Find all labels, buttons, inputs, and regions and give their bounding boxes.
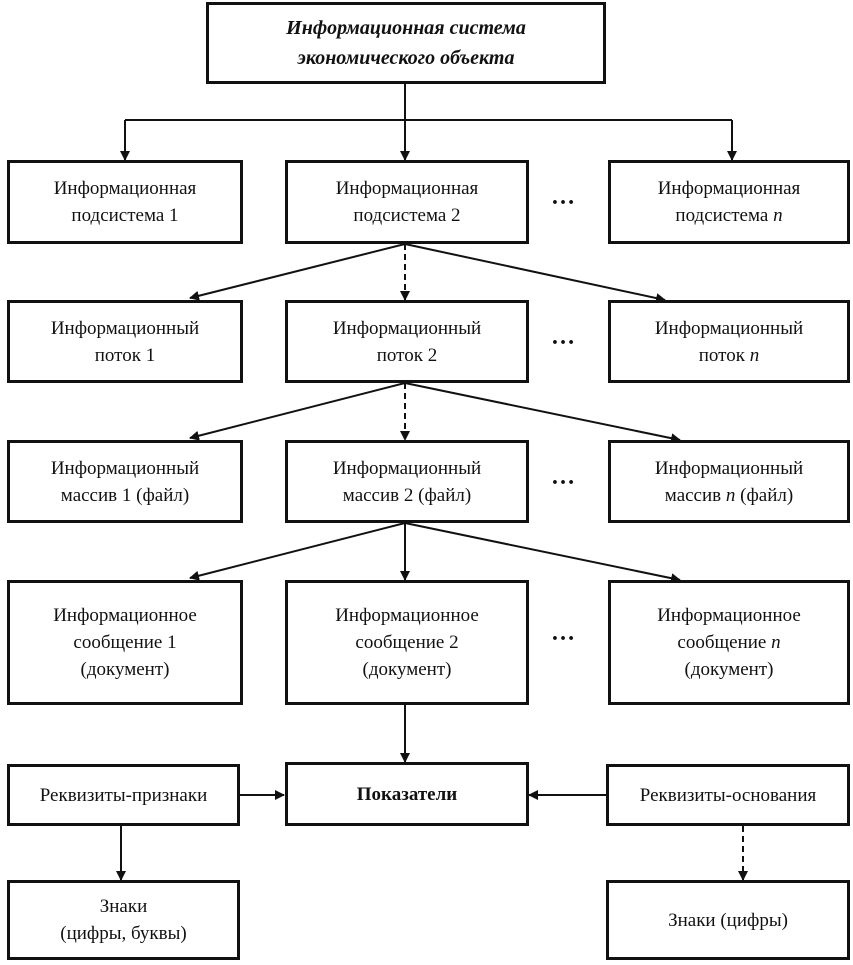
subsystem-n-index: n bbox=[773, 205, 783, 226]
array-2-box: Информационный массив 2 (файл) bbox=[285, 440, 529, 523]
array-n-box: Информационный массив n (файл) bbox=[608, 440, 850, 523]
root-system-box: Информационная система экономического об… bbox=[206, 2, 606, 84]
array-1-line2: массив 1 (файл) bbox=[60, 484, 190, 506]
arrow-array-to-message-1 bbox=[189, 522, 406, 581]
flow-n-box: Информационный поток n bbox=[608, 300, 850, 383]
message-1-line2: сообщение 1 bbox=[73, 632, 177, 653]
ellipsis-subsystems: … bbox=[551, 184, 576, 210]
flow-1-line2: поток 1 bbox=[94, 344, 156, 366]
message-n-box: Информационное сообщение n (документ) bbox=[608, 580, 850, 705]
root-system-line2: экономического объекта bbox=[297, 47, 515, 69]
flow-1-box: Информационный поток 1 bbox=[7, 300, 243, 383]
array-2-line2: массив 2 (файл) bbox=[342, 484, 472, 506]
arrow-subsystem-to-flow-n bbox=[404, 243, 666, 303]
subsystem-2-box: Информационная подсистема 2 bbox=[285, 160, 529, 244]
attributes-bases-box: Реквизиты-основания bbox=[606, 764, 850, 826]
flow-n-index: n bbox=[749, 344, 760, 366]
subsystem-2-line1: Информационная bbox=[335, 178, 479, 199]
signs-digits-label: Знаки (цифры) bbox=[668, 909, 788, 931]
message-2-line3: (документ) bbox=[362, 659, 452, 680]
subsystem-n-line1: Информационная bbox=[657, 178, 801, 199]
subsystem-n-line2: подсистема bbox=[675, 205, 769, 226]
subsystem-n-box: Информационная подсистема n bbox=[608, 160, 850, 244]
attributes-signs-box: Реквизиты-признаки bbox=[7, 764, 240, 826]
array-n-line2-wrap: массив n (файл) bbox=[665, 482, 793, 509]
message-n-index: n bbox=[771, 632, 781, 653]
message-1-line1: Информационное bbox=[53, 605, 197, 626]
message-n-line3: (документ) bbox=[684, 659, 774, 680]
arrow-array-to-message-n bbox=[404, 522, 681, 584]
subsystem-1-box: Информационная подсистема 1 bbox=[7, 160, 243, 244]
signs-digits-box: Знаки (цифры) bbox=[606, 880, 850, 960]
message-2-line1: Информационное bbox=[335, 605, 479, 626]
array-n-line2-post: (файл) bbox=[740, 484, 794, 506]
array-n-index: n bbox=[725, 484, 736, 506]
ellipsis-arrays: … bbox=[551, 464, 576, 490]
message-n-line1: Информационное bbox=[657, 605, 801, 626]
ellipsis-flows: … bbox=[551, 324, 576, 350]
arrow-subsystem-to-flow-1 bbox=[189, 243, 406, 301]
array-1-box: Информационный массив 1 (файл) bbox=[7, 440, 243, 523]
message-n-line2: сообщение bbox=[677, 632, 767, 653]
arrow-flow-to-array-n bbox=[404, 382, 681, 444]
arrow-flow-to-array-1 bbox=[189, 382, 406, 441]
attributes-signs-label: Реквизиты-признаки bbox=[39, 784, 208, 806]
subsystem-1-line2: подсистема 1 bbox=[71, 205, 179, 226]
ellipsis-messages: … bbox=[551, 620, 576, 646]
signs-letters-line2: (цифры, буквы) bbox=[60, 923, 187, 944]
subsystem-2-line2: подсистема 2 bbox=[353, 205, 461, 226]
indicators-box: Показатели bbox=[285, 762, 529, 826]
flow-1-line1: Информационный bbox=[50, 317, 200, 339]
flow-n-line2-wrap: поток n bbox=[699, 342, 759, 369]
subsystem-1-line1: Информационная bbox=[53, 178, 197, 199]
array-n-line2-pre: массив bbox=[664, 484, 722, 506]
array-2-line1: Информационный bbox=[332, 457, 482, 479]
signs-letters-box: Знаки (цифры, буквы) bbox=[7, 880, 240, 960]
root-system-line1: Информационная система bbox=[286, 17, 526, 39]
flow-2-line2: поток 2 bbox=[376, 344, 438, 366]
message-2-line2: сообщение 2 bbox=[355, 632, 459, 653]
flow-n-line2: поток bbox=[698, 344, 745, 366]
message-n-line2-wrap: сообщение n bbox=[677, 629, 780, 656]
flow-n-line1: Информационный bbox=[654, 317, 804, 339]
array-1-line1: Информационный bbox=[50, 457, 200, 479]
subsystem-n-line2-wrap: подсистема n bbox=[675, 202, 782, 229]
indicators-label: Показатели bbox=[356, 783, 458, 805]
flow-2-line1: Информационный bbox=[332, 317, 482, 339]
attributes-bases-label: Реквизиты-основания bbox=[639, 784, 817, 806]
message-1-box: Информационное сообщение 1 (документ) bbox=[7, 580, 243, 705]
message-1-line3: (документ) bbox=[80, 659, 170, 680]
flow-2-box: Информационный поток 2 bbox=[285, 300, 529, 383]
message-2-box: Информационное сообщение 2 (документ) bbox=[285, 580, 529, 705]
signs-letters-line1: Знаки bbox=[99, 896, 148, 917]
array-n-line1: Информационный bbox=[654, 457, 804, 479]
